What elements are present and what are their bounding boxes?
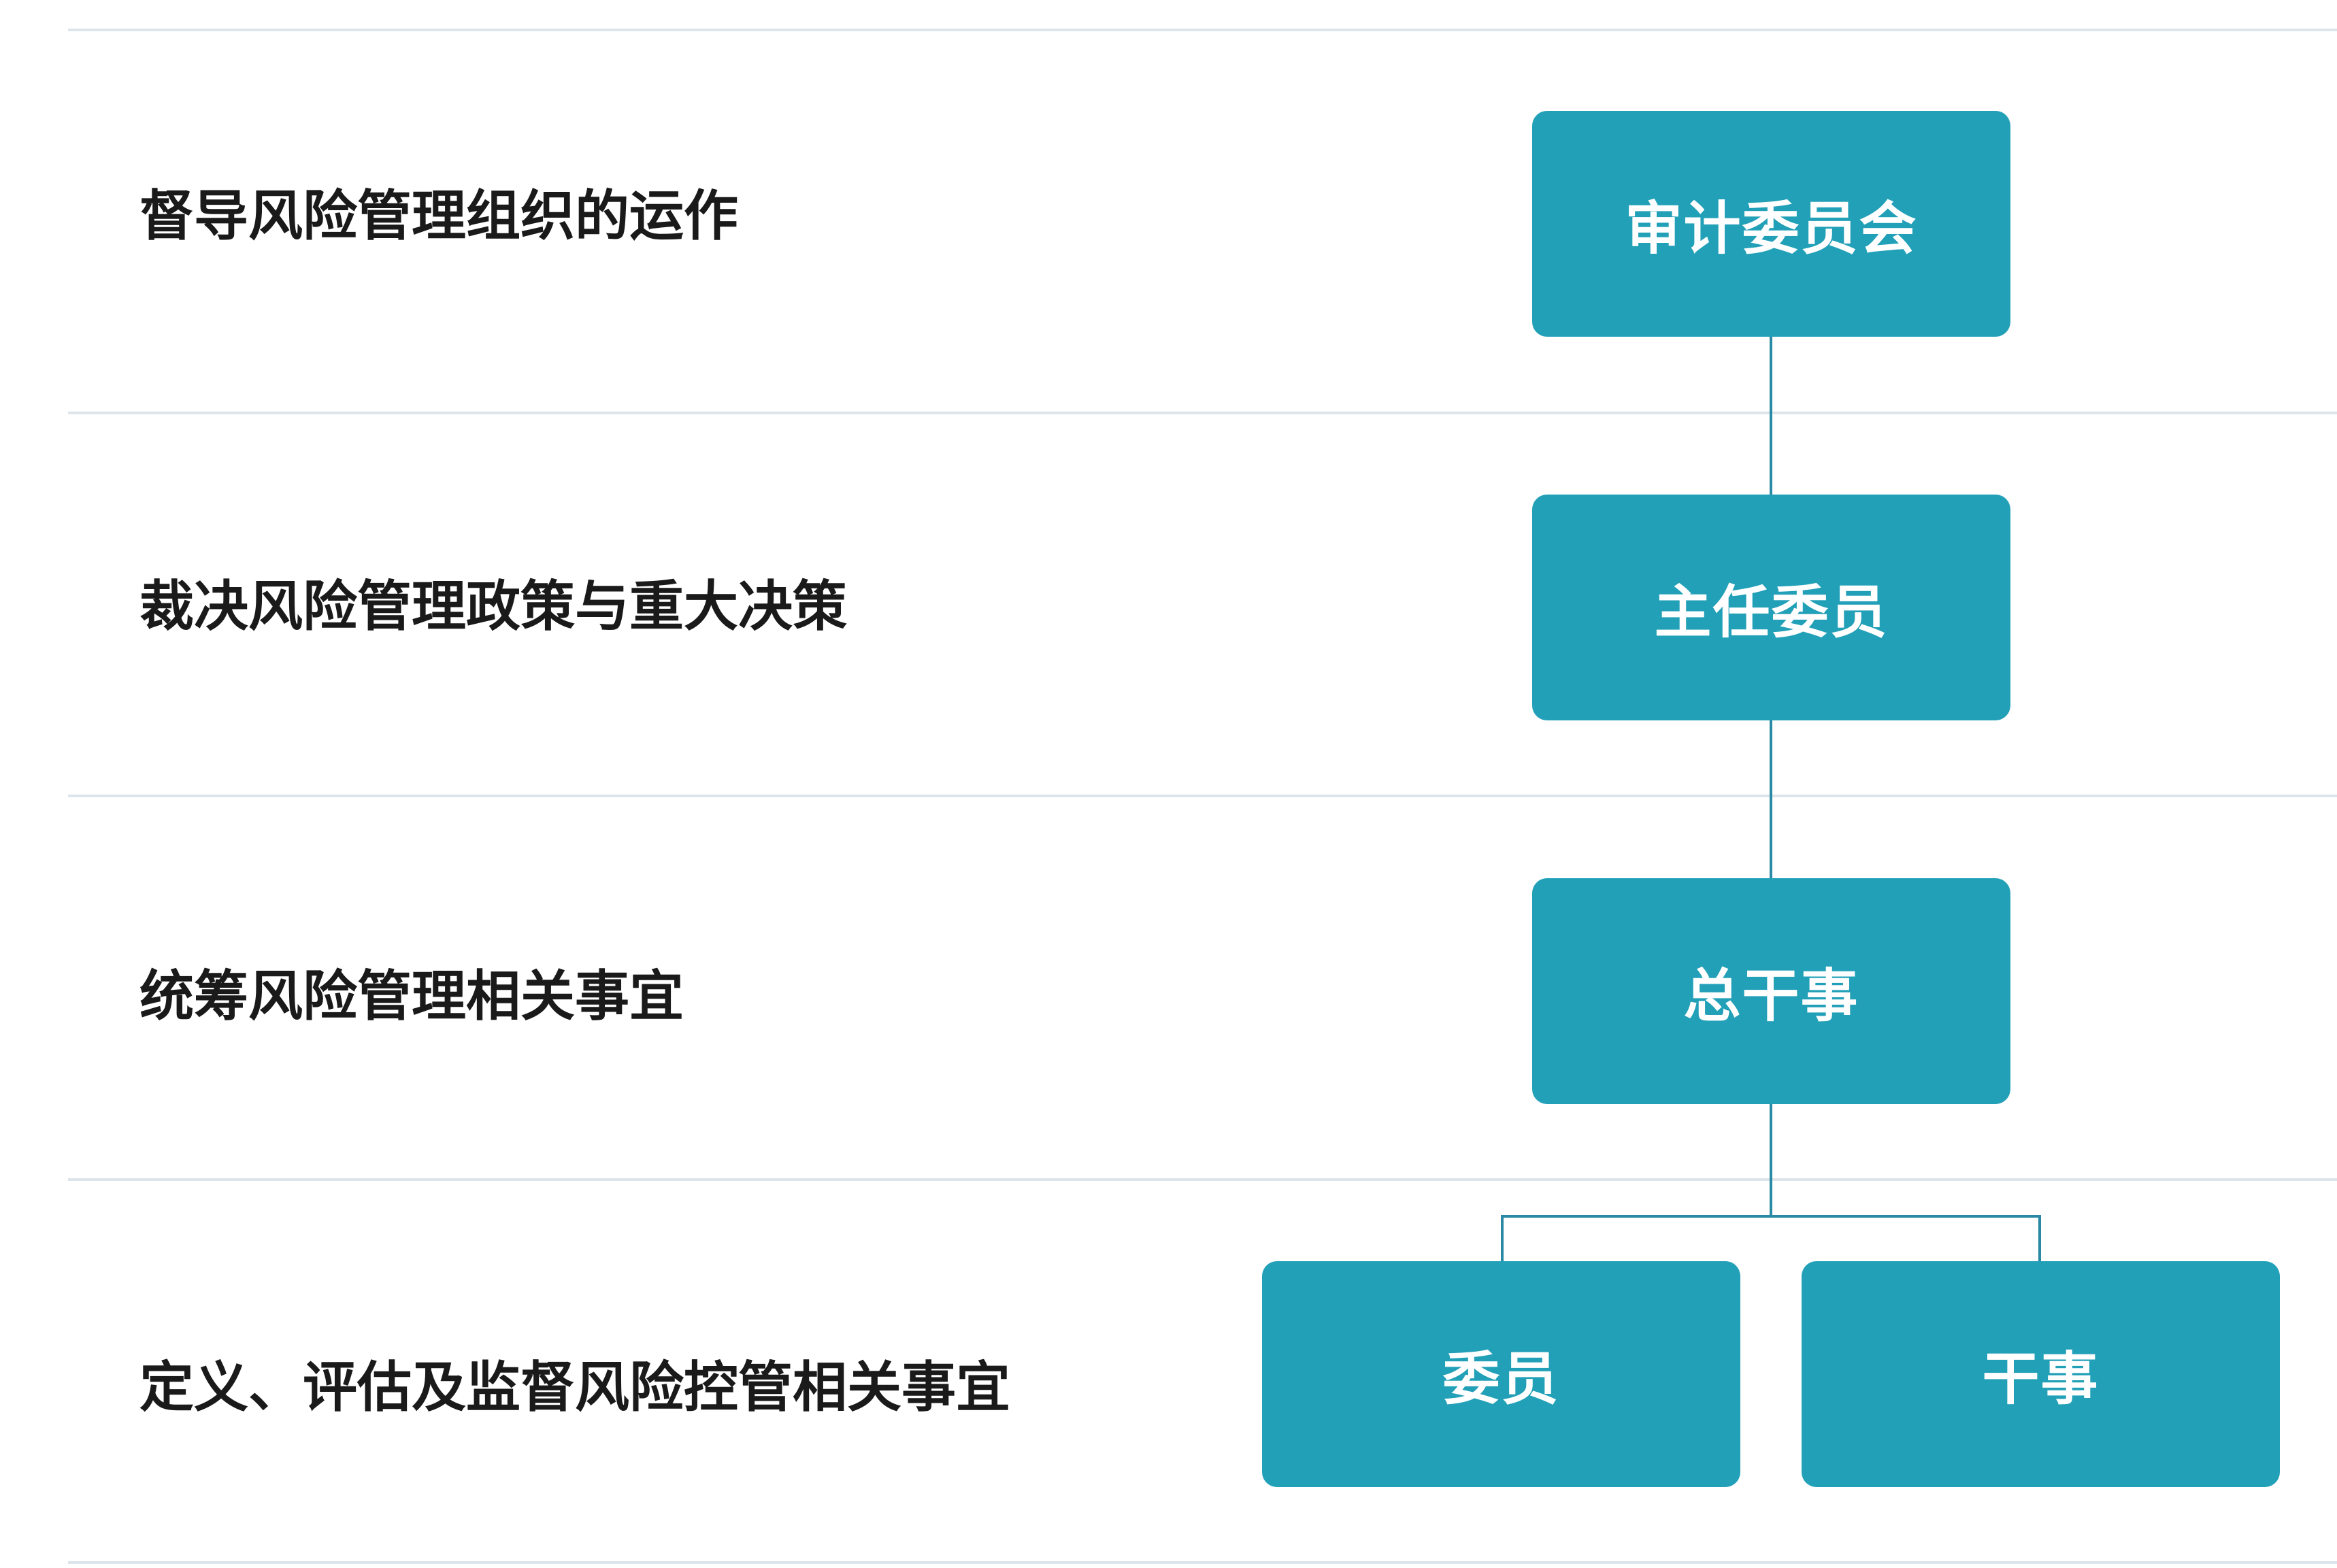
row-description-members: 定义、评估及监督风险控管相关事宜 <box>139 1356 1010 1419</box>
row-divider <box>68 412 2337 414</box>
connector-branch-horizontal <box>1501 1215 2041 1218</box>
node-audit-committee: 审计委员会 <box>1532 111 2010 337</box>
connector-audit-to-chair <box>1770 337 1772 495</box>
row-description-chair-member: 裁决风险管理政策与重大决策 <box>139 575 847 638</box>
connector-chair-to-secretary-general <box>1770 720 1772 878</box>
connector-secretary-general-trunk <box>1770 1103 1772 1216</box>
node-member-label: 委员 <box>1442 1345 1560 1412</box>
node-chair-member: 主任委员 <box>1532 495 2010 720</box>
node-audit-committee-label: 审计委员会 <box>1625 195 1918 262</box>
node-secretary: 干事 <box>1802 1261 2280 1487</box>
node-member: 委员 <box>1262 1261 1740 1487</box>
row-divider <box>68 1561 2337 1564</box>
node-secretary-general-label: 总干事 <box>1683 962 1859 1029</box>
node-secretary-label: 干事 <box>1982 1345 2100 1412</box>
row-divider <box>68 1178 2337 1181</box>
connector-branch-to-member <box>1501 1215 1504 1261</box>
row-description-audit-committee: 督导风险管理组织的运作 <box>139 184 738 248</box>
node-secretary-general: 总干事 <box>1532 878 2010 1104</box>
node-chair-member-label: 主任委员 <box>1654 578 1889 646</box>
row-divider <box>68 29 2337 31</box>
connector-branch-to-secretary <box>2038 1215 2041 1261</box>
row-divider <box>68 795 2337 797</box>
row-description-secretary-general: 统筹风险管理相关事宜 <box>139 965 684 1028</box>
